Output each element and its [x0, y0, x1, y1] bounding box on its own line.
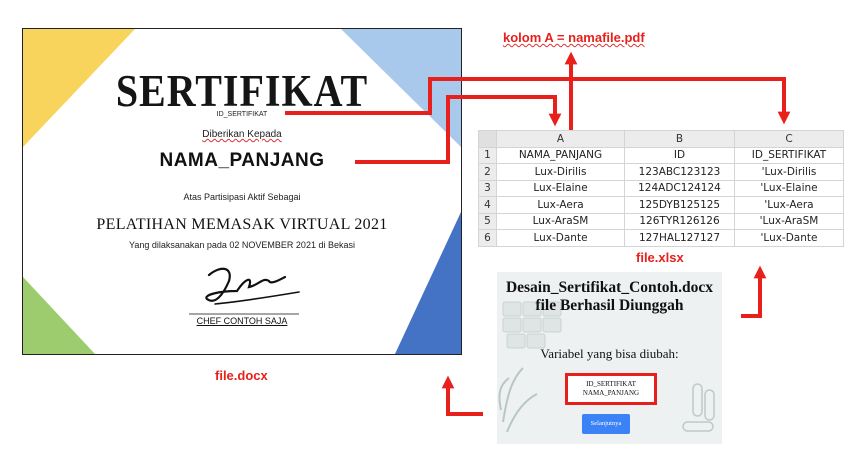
upload-success-message: file Berhasil Diunggah [535, 297, 684, 314]
corner-lightblue-triangle [341, 29, 461, 147]
spreadsheet-table: A B C 1 NAMA_PANJANG ID ID_SERTIFIKAT 2 … [478, 130, 844, 247]
column-header-a[interactable]: A [496, 130, 625, 148]
paperclip-decoration [682, 383, 715, 432]
spreadsheet: A B C 1 NAMA_PANJANG ID ID_SERTIFIKAT 2 … [478, 130, 844, 248]
next-button[interactable]: Selanjutnya [582, 414, 630, 434]
cell[interactable]: Lux-Elaine [496, 179, 625, 197]
row-number[interactable]: 2 [478, 163, 497, 181]
corner-yellow-triangle [23, 29, 135, 147]
desk-background-decoration [498, 301, 715, 433]
table-row: 3 Lux-Elaine 124ADC124124 'Lux-Elaine [478, 179, 844, 197]
certificate-signer: CHEF CONTOH SAJA [196, 316, 288, 326]
cell[interactable]: 'Lux-Dante [734, 229, 844, 247]
column-header-b[interactable]: B [624, 130, 735, 148]
table-row: 1 NAMA_PANJANG ID ID_SERTIFIKAT [478, 146, 844, 164]
cell[interactable]: 'Lux-AraSM [734, 212, 844, 230]
column-note-text: kolom A = namafile.pdf [503, 30, 645, 45]
cell[interactable]: 'Lux-Elaine [734, 179, 844, 197]
corner-green-triangle [23, 277, 95, 354]
arrow-name-to-column-a [355, 95, 562, 164]
cell[interactable]: Lux-Dante [496, 229, 625, 247]
cell[interactable]: 124ADC124124 [624, 179, 735, 197]
variable-item: NAMA_PANJANG [582, 389, 640, 397]
cell[interactable]: 'Lux-Dirilis [734, 163, 844, 181]
keyboard-decoration [502, 301, 562, 349]
certificate-decoration [23, 29, 461, 354]
certificate-given-to: Diberikan Kepada [202, 129, 282, 140]
docx-caption: file.docx [215, 368, 268, 383]
certificate-id-placeholder: ID_SERTIFIKAT [216, 111, 268, 118]
table-row: 5 Lux-AraSM 126TYR126126 'Lux-AraSM [478, 212, 844, 230]
table-row: 4 Lux-Aera 125DYB125125 'Lux-Aera [478, 196, 844, 214]
xlsx-caption: file.xlsx [636, 250, 684, 265]
cell[interactable]: ID [624, 146, 735, 164]
certificate-event-title: PELATIHAN MEMASAK VIRTUAL 2021 [96, 216, 388, 233]
variables-box: ID_SERTIFIKAT NAMA_PANJANG [565, 373, 657, 405]
row-number[interactable]: 3 [478, 179, 497, 197]
cell[interactable]: Lux-Aera [496, 196, 625, 214]
cell[interactable]: 125DYB125125 [624, 196, 735, 214]
cell[interactable]: 123ABC123123 [624, 163, 735, 181]
row-number[interactable]: 4 [478, 196, 497, 214]
corner-blue-triangle [395, 212, 461, 354]
certificate-role-line: Atas Partisipasi Aktif Sebagai [183, 192, 301, 202]
uploaded-filename: Desain_Sertifikat_Contoh.docx [505, 279, 714, 296]
column-note-caption: kolom A = namafile.pdf [503, 30, 645, 45]
cell[interactable]: NAMA_PANJANG [496, 146, 625, 164]
table-row: 6 Lux-Dante 127HAL127127 'Lux-Dante [478, 229, 844, 247]
cell[interactable]: 126TYR126126 [624, 212, 735, 230]
arrow-xlsx-to-upload [741, 265, 767, 318]
row-number[interactable]: 6 [478, 229, 497, 247]
corner-cell[interactable] [478, 130, 497, 148]
certificate-document: SERTIFIKAT ID_SERTIFIKAT Diberikan Kepad… [22, 28, 462, 355]
cell[interactable]: 'Lux-Aera [734, 196, 844, 214]
signature-scribble [205, 267, 287, 302]
row-number[interactable]: 1 [478, 146, 497, 164]
certificate-title: SERTIFIKAT [115, 64, 369, 117]
arrow-upload-to-docx [441, 375, 483, 416]
cell[interactable]: Lux-AraSM [496, 212, 625, 230]
cell[interactable]: 127HAL127127 [624, 229, 735, 247]
plant-decoration [498, 367, 538, 433]
column-header-c[interactable]: C [734, 130, 844, 148]
arrow-id-to-column-c [285, 77, 791, 125]
certificate-name-placeholder: NAMA_PANJANG [159, 150, 325, 171]
column-header-row: A B C [478, 130, 844, 148]
table-row: 2 Lux-Dirilis 123ABC123123 'Lux-Dirilis [478, 163, 844, 181]
variables-label: Variabel yang bisa diubah: [540, 346, 679, 361]
variable-item: ID_SERTIFIKAT [586, 380, 636, 388]
cell[interactable]: Lux-Dirilis [496, 163, 625, 181]
upload-confirmation-panel: Desain_Sertifikat_Contoh.docx file Berha… [497, 272, 722, 444]
certificate-date-line: Yang dilaksanakan pada 02 NOVEMBER 2021 … [129, 240, 355, 250]
row-number[interactable]: 5 [478, 212, 497, 230]
upload-heading: Desain_Sertifikat_Contoh.docx file Berha… [497, 279, 722, 315]
cell[interactable]: ID_SERTIFIKAT [734, 146, 844, 164]
